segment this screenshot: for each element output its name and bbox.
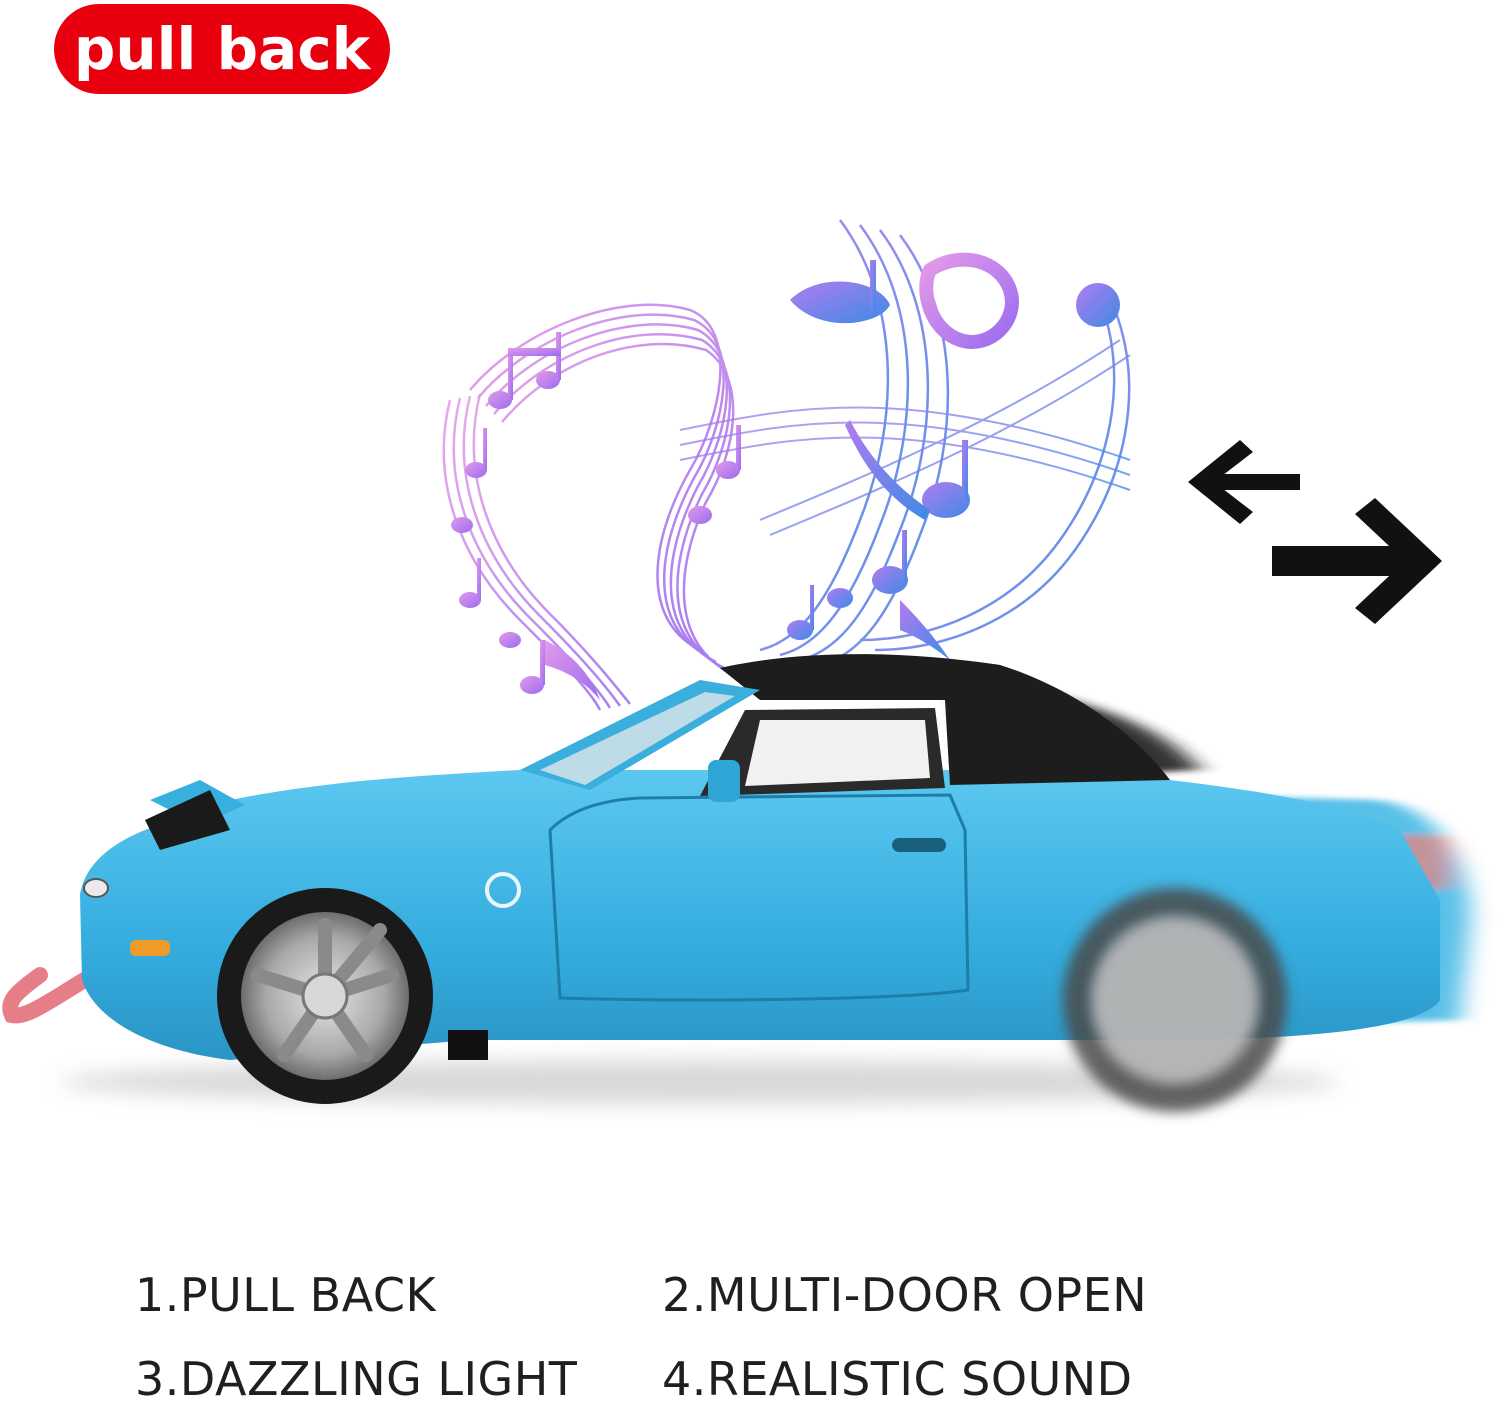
- feature-multi-door-open: 2.MULTI-DOOR OPEN: [662, 1268, 1148, 1322]
- right-arrow-icon: [1272, 498, 1442, 624]
- product-illustration: [0, 190, 1500, 1150]
- pull-back-badge: pull back: [54, 4, 390, 94]
- music-notes-icon: [442, 219, 1131, 711]
- toy-car-image: [2, 654, 1470, 1112]
- feature-pull-back: 1.PULL BACK: [135, 1268, 437, 1322]
- feature-dazzling-light: 3.DAZZLING LIGHT: [135, 1352, 578, 1406]
- feature-realistic-sound: 4.REALISTIC SOUND: [662, 1352, 1133, 1406]
- left-arrow-icon: [1188, 440, 1300, 524]
